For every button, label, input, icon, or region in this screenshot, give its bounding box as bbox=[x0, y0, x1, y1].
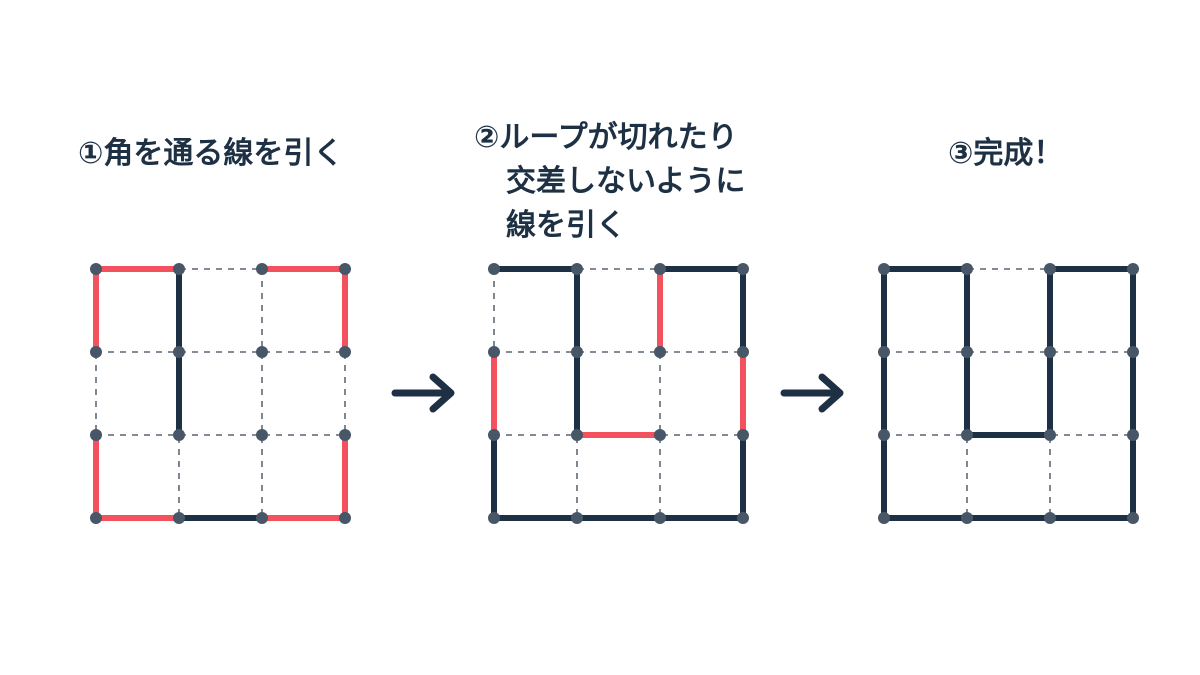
grid-dot bbox=[1127, 346, 1139, 358]
grid-dot bbox=[488, 263, 500, 275]
loop-line-dark bbox=[657, 266, 746, 355]
loop-line-red bbox=[93, 266, 182, 355]
grid-dot bbox=[878, 512, 890, 524]
grid-dot bbox=[488, 512, 500, 524]
grid-dot bbox=[488, 429, 500, 441]
grid-dot bbox=[339, 346, 351, 358]
grid-dot bbox=[571, 263, 583, 275]
grid-step-1 bbox=[90, 263, 351, 524]
grid-dot bbox=[654, 263, 666, 275]
grid-dot bbox=[654, 512, 666, 524]
grid-dot bbox=[1127, 263, 1139, 275]
grid-dot bbox=[961, 429, 973, 441]
grid-dot bbox=[737, 429, 749, 441]
grid-dot bbox=[339, 512, 351, 524]
grid-dot bbox=[571, 346, 583, 358]
grid-dot bbox=[878, 263, 890, 275]
grid-dot bbox=[173, 512, 185, 524]
grid-dot bbox=[1127, 429, 1139, 441]
arrow-right-icon bbox=[391, 373, 455, 413]
loop-line-red bbox=[259, 432, 348, 521]
grid-dot bbox=[961, 263, 973, 275]
loop-line-dark bbox=[491, 432, 746, 521]
arrow-right-icon bbox=[780, 373, 844, 413]
grid-dot bbox=[1044, 346, 1056, 358]
step-2-caption-line: 線を引く bbox=[506, 208, 626, 243]
grid-dot bbox=[339, 263, 351, 275]
step-2-caption-line: 交差しないように bbox=[506, 164, 746, 199]
grid-dot bbox=[1127, 512, 1139, 524]
grid-dot bbox=[1044, 512, 1056, 524]
grid-dot bbox=[256, 429, 268, 441]
loop-line-red bbox=[93, 432, 182, 521]
step-1-caption: ①角を通る線を引く bbox=[78, 132, 343, 176]
grid-step-2 bbox=[488, 263, 749, 524]
grid-dot bbox=[256, 263, 268, 275]
step-2-caption: ②ループが切れたり 交差しないように 線を引く bbox=[474, 116, 745, 248]
grid-dot bbox=[654, 346, 666, 358]
grid-dot bbox=[1044, 263, 1056, 275]
step-3-caption: ③完成！ bbox=[948, 132, 1063, 176]
grid-dot bbox=[339, 429, 351, 441]
grid-step-3 bbox=[878, 263, 1139, 524]
grid-dot bbox=[90, 429, 102, 441]
grid-dot bbox=[1044, 429, 1056, 441]
arrow-shape bbox=[780, 373, 844, 413]
grid-dot bbox=[173, 346, 185, 358]
grid-dot bbox=[571, 429, 583, 441]
grid-dot bbox=[256, 512, 268, 524]
grid-dot bbox=[90, 512, 102, 524]
grid-dot bbox=[961, 346, 973, 358]
arrow-shape bbox=[391, 373, 455, 413]
step-3-caption-line: ③完成！ bbox=[948, 136, 1064, 171]
loop-line-dark bbox=[881, 266, 1136, 521]
grid-dot bbox=[878, 429, 890, 441]
grid-dot bbox=[571, 512, 583, 524]
grid-dot bbox=[737, 512, 749, 524]
grid-dot bbox=[737, 263, 749, 275]
grid-dot bbox=[90, 263, 102, 275]
loop-line-red bbox=[259, 266, 348, 355]
grid-dot bbox=[654, 429, 666, 441]
grid-dot bbox=[173, 429, 185, 441]
grid-dot bbox=[90, 346, 102, 358]
grid-dot bbox=[256, 346, 268, 358]
grid-dot bbox=[488, 346, 500, 358]
grid-dot bbox=[878, 346, 890, 358]
grid-dot bbox=[737, 346, 749, 358]
grid-dot bbox=[961, 512, 973, 524]
step-2-caption-line: ②ループが切れたり bbox=[474, 120, 738, 155]
grid-dot bbox=[173, 263, 185, 275]
step-1-caption-line: ①角を通る線を引く bbox=[78, 136, 344, 171]
